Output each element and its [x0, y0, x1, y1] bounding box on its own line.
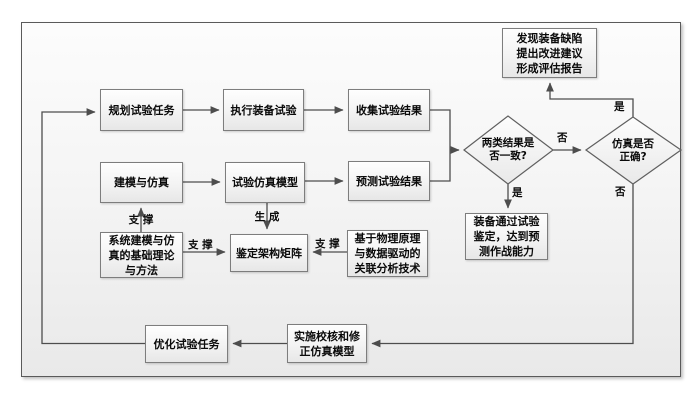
box-verify-line2: 正仿真模型: [299, 344, 355, 358]
box-modeling-simulation: 建模与仿真: [100, 162, 183, 203]
label-support-right: 支 撑: [188, 239, 213, 251]
decision1-line1: 两类结果是: [481, 137, 535, 149]
box-predict-label: 预测试验结果: [356, 174, 422, 188]
box-theory-line1: 系统建模与仿: [108, 233, 175, 247]
decision-simulation-correct-shape: [584, 116, 683, 185]
label-support-up: 支 撑: [128, 214, 154, 226]
edge-decision2-yes-to-report: [546, 82, 634, 117]
box-report-line2: 提出改进建议: [516, 46, 583, 60]
box-test-simulation-model: 试验仿真模型: [225, 162, 305, 203]
box-physics-line3: 关联分析技术: [354, 262, 421, 275]
box-verify-line1: 实施校核和修: [294, 329, 360, 343]
box-equipment-passes-appraisal: 装备通过试验 鉴定，达到预 测作战能力: [465, 213, 548, 260]
box-plan-label: 规划试验任务: [108, 103, 175, 117]
box-physics-data-analysis: 基于物理原理 与数据驱动的 关联分析技术: [347, 230, 428, 277]
decision-results-consistent-text: 两类结果是 否一致?: [468, 137, 548, 163]
label-generate: 生 成: [254, 211, 280, 223]
box-pass-line3: 测作战能力: [479, 245, 534, 258]
label-yes-to-report: 是: [614, 101, 625, 113]
label-no-down: 否: [615, 186, 626, 198]
label-support-left: 支 撑: [315, 238, 340, 250]
box-collect-test-results: 收集试验结果: [348, 89, 430, 131]
box-defect-report: 发现装备缺陷 提出改进建议 形成评估报告: [502, 28, 597, 78]
box-pass-line1: 装备通过试验: [473, 215, 540, 228]
edge-decision2-no-to-verify: [371, 184, 634, 348]
box-collect-label: 收集试验结果: [356, 103, 422, 117]
box-execute-label: 执行装备试验: [230, 103, 297, 117]
box-simmodel-label: 试验仿真模型: [232, 176, 298, 189]
edge-merge-results: [430, 109, 451, 182]
box-matrix-label: 鉴定架构矩阵: [236, 246, 302, 260]
label-no-between-decisions: 否: [557, 132, 568, 144]
box-report-line3: 形成评估报告: [516, 61, 583, 75]
box-optimize-test-tasks: 优化试验任务: [145, 325, 228, 363]
box-optimize-label: 优化试验任务: [153, 337, 220, 351]
box-physics-line2: 与数据驱动的: [354, 247, 421, 260]
box-execute-equipment-test: 执行装备试验: [223, 89, 304, 131]
box-report-line1: 发现装备缺陷: [516, 31, 583, 45]
box-plan-test-tasks: 规划试验任务: [100, 89, 183, 131]
box-pass-line2: 鉴定，达到预: [473, 230, 540, 243]
box-theory-line3: 与方法: [125, 263, 158, 277]
decision-simulation-correct-text: 仿真是否 正确?: [593, 138, 673, 164]
box-modeling-label: 建模与仿真: [114, 176, 169, 189]
box-predict-test-results: 预测试验结果: [348, 161, 430, 201]
box-theory-line2: 真的基础理论: [108, 248, 175, 262]
decision2-line2: 正确?: [619, 151, 647, 163]
decision-results-consistent-shape: [463, 115, 554, 185]
box-appraisal-architecture-matrix: 鉴定架构矩阵: [230, 234, 308, 272]
box-verify-correct-model: 实施校核和修 正仿真模型: [287, 324, 367, 363]
edge-optimize-to-plan-feedback: [41, 108, 145, 345]
box-modeling-theory-methods: 系统建模与仿 真的基础理论 与方法: [100, 232, 183, 278]
box-physics-line1: 基于物理原理: [354, 232, 421, 245]
decision1-line2: 否一致?: [489, 150, 527, 162]
label-yes-to-pass: 是: [512, 187, 523, 199]
decision2-line1: 仿真是否: [612, 138, 654, 150]
